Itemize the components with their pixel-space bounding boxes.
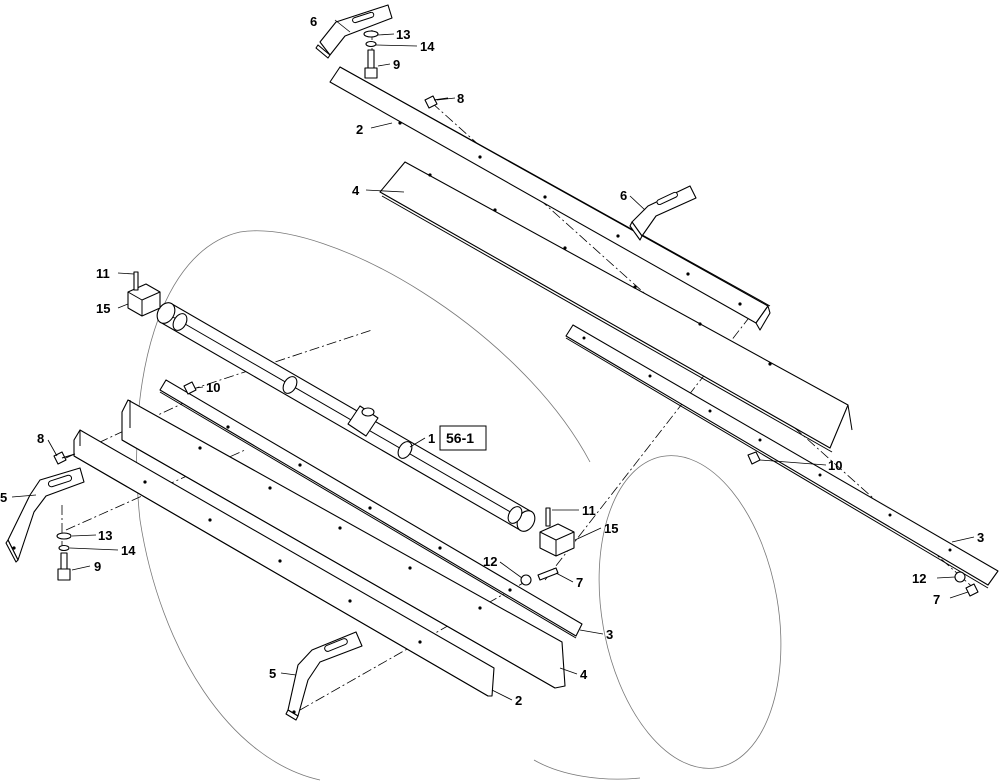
- label-1: 1: [428, 431, 435, 446]
- scraper-lower-3: [159, 379, 583, 639]
- label-2-lower: 2: [515, 693, 522, 708]
- bolt-9-left: [56, 532, 72, 581]
- label-7-lower: 7: [576, 575, 583, 590]
- scraper-upper-3: [565, 324, 999, 589]
- label-7-right: 7: [933, 592, 940, 607]
- strip-upper-2: [329, 66, 771, 331]
- bracket-6-right: [629, 185, 697, 241]
- bolt-7-right: [954, 571, 979, 597]
- label-4-upper: 4: [352, 183, 360, 198]
- label-6-top: 6: [310, 14, 317, 29]
- label-15-left: 15: [96, 301, 110, 316]
- label-12-lower: 12: [483, 554, 497, 569]
- label-13-top: 13: [396, 27, 410, 42]
- bearing-block-15-right: [539, 507, 575, 557]
- label-2-upper: 2: [356, 122, 363, 137]
- label-9-left: 9: [94, 559, 101, 574]
- label-14-top: 14: [420, 39, 435, 54]
- bracket-5-bottom: [285, 631, 363, 721]
- drum-cylinder: [136, 230, 782, 781]
- nut-10-left: [183, 381, 197, 395]
- bolt-9-top: [363, 30, 379, 79]
- label-13-left: 13: [98, 528, 112, 543]
- callout-labels: 6 13 14 9 8 2 4 6 10 3 12 7 11 15 10 1 8…: [0, 14, 984, 708]
- bolt-7-lower: [520, 567, 559, 586]
- strip-lower-2: [73, 429, 495, 697]
- label-10-left: 10: [206, 380, 220, 395]
- bracket-6-top: [315, 4, 393, 59]
- bearing-block-15-left: [127, 271, 161, 317]
- label-3-right: 3: [977, 530, 984, 545]
- reference-box: 56-1: [439, 425, 487, 451]
- label-4-lower: 4: [580, 667, 588, 682]
- label-6-right: 6: [620, 188, 627, 203]
- bolt-8-left: [53, 451, 76, 465]
- label-11-right: 11: [582, 503, 596, 518]
- bolt-8-top: [424, 95, 449, 109]
- blade-lower-4: [121, 399, 566, 689]
- label-9-top: 9: [393, 57, 400, 72]
- label-3-lower: 3: [606, 627, 613, 642]
- label-8-top: 8: [457, 91, 464, 106]
- shaft-assembly: [156, 302, 536, 532]
- label-8-left: 8: [37, 431, 44, 446]
- leader-lines: [11, 19, 975, 701]
- label-14-left: 14: [121, 543, 136, 558]
- label-5-left: 5: [0, 490, 7, 505]
- reference-label: 56-1: [446, 430, 474, 446]
- label-5-bottom: 5: [269, 666, 276, 681]
- label-10-right: 10: [828, 458, 842, 473]
- label-15-right: 15: [604, 521, 618, 536]
- nut-10-right: [747, 451, 761, 465]
- bracket-5-left: [5, 467, 85, 563]
- label-11-left: 11: [96, 266, 110, 281]
- label-12-right: 12: [912, 571, 926, 586]
- blade-upper-4: [379, 161, 853, 453]
